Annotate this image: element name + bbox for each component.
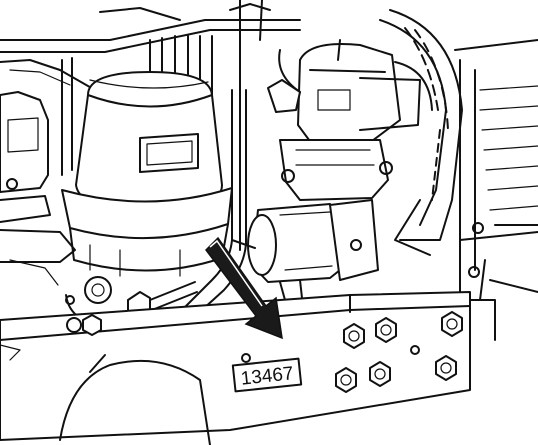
left-fuel-filter (0, 91, 76, 286)
fuel-pump (231, 199, 379, 301)
fan-shroud (379, 9, 463, 256)
radiator (454, 39, 538, 301)
right-bracket (469, 259, 496, 341)
serial-plate: 13467 (231, 357, 303, 393)
plate-bolts (66, 311, 463, 393)
pointer-arrow-icon (205, 236, 283, 340)
block-ribs (61, 35, 241, 251)
alternator-assembly (267, 39, 433, 201)
oil-filter-canister (61, 71, 233, 319)
upper-frame (0, 0, 301, 91)
